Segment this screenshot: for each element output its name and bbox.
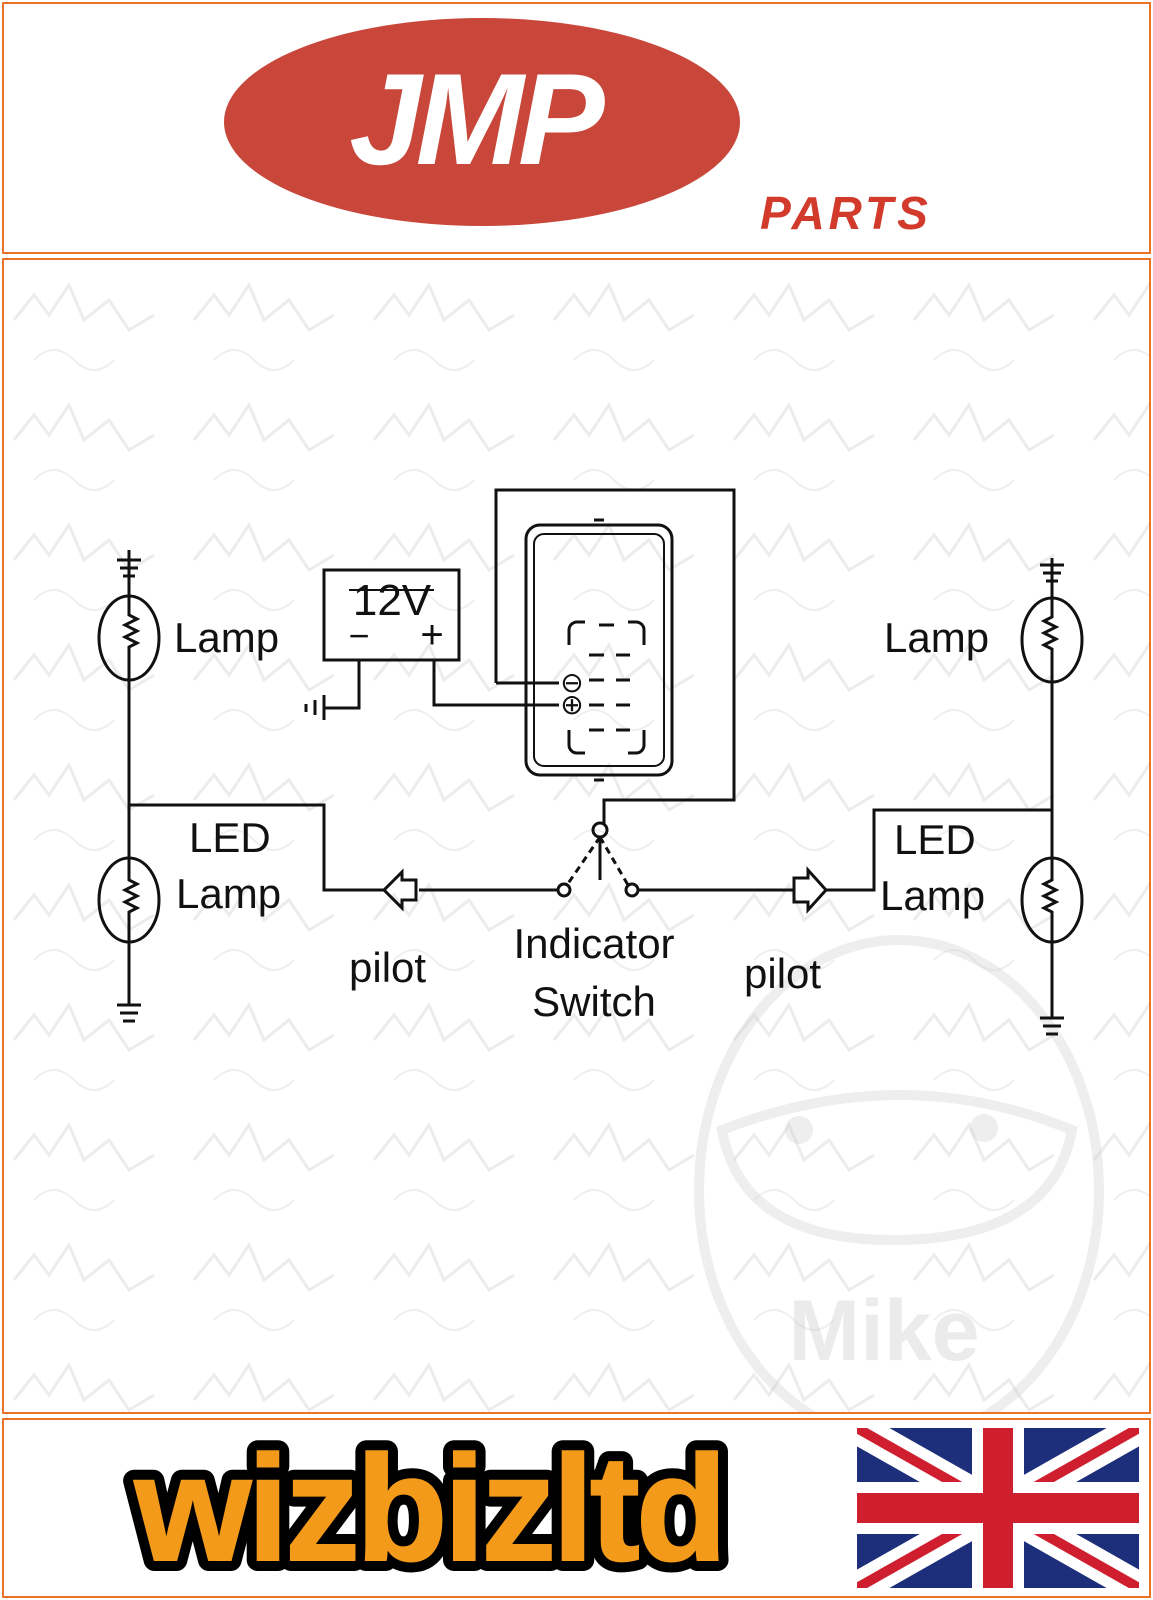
relay-minus-terminal: ⊖ bbox=[560, 667, 583, 698]
relay-pin-bracket bbox=[628, 620, 646, 645]
wizbiz-banner: wizbizltd wizbizltd bbox=[123, 1420, 1139, 1596]
relay-enclosure bbox=[494, 488, 736, 825]
relay-pin-bracket bbox=[567, 620, 585, 645]
wiring-diagram-panel: Mike bbox=[2, 258, 1151, 1414]
switch-lever-left bbox=[565, 836, 602, 886]
left-pilot-wire bbox=[129, 803, 384, 892]
left-led-label-line2: Lamp bbox=[176, 870, 281, 917]
battery-ground-icon bbox=[304, 695, 326, 720]
switch-lever-right bbox=[598, 836, 630, 886]
brand-text: wizbizltd bbox=[134, 1424, 724, 1592]
relay-dashes bbox=[589, 653, 604, 732]
relay-dashes bbox=[599, 623, 630, 732]
relay-pin-bracket bbox=[628, 730, 646, 755]
header-panel: JMP PARTS bbox=[2, 2, 1151, 254]
right-top-ground-icon bbox=[1040, 563, 1064, 583]
union-jack-flag bbox=[857, 1428, 1139, 1588]
right-led-label-line1: LED bbox=[894, 816, 976, 863]
battery-voltage: 12V bbox=[353, 576, 432, 625]
footer-panel: wizbizltd wizbizltd bbox=[2, 1418, 1151, 1598]
left-led-label-line1: LED bbox=[189, 814, 271, 861]
right-pilot-wire bbox=[826, 808, 1052, 892]
wiring bbox=[97, 488, 1084, 1036]
left-pilot-arrow bbox=[381, 868, 418, 912]
watermark-text: Mike bbox=[788, 1283, 979, 1379]
switch-label-line1: Indicator bbox=[513, 920, 674, 967]
jmp-logo: JMP PARTS bbox=[224, 18, 932, 239]
helmet-watermark: Mike bbox=[694, 935, 1104, 1412]
logo-text: JMP bbox=[349, 46, 605, 192]
left-led-filament bbox=[121, 860, 141, 942]
left-pilot-label: pilot bbox=[349, 944, 426, 991]
brand-text-outline: wizbizltd bbox=[134, 1424, 724, 1592]
battery-ground-wire bbox=[324, 660, 361, 710]
right-lamp-label: Lamp bbox=[884, 614, 989, 661]
relay-body bbox=[524, 523, 674, 777]
right-bottom-ground-icon bbox=[1040, 1016, 1064, 1036]
left-lamp-label: Lamp bbox=[174, 614, 279, 661]
switch-label-line2: Switch bbox=[532, 978, 656, 1025]
battery-plus-wire bbox=[432, 660, 559, 707]
relay-plus-terminal: ⊕ bbox=[560, 689, 583, 720]
right-pilot-label: pilot bbox=[744, 950, 821, 997]
battery-minus: − bbox=[348, 615, 369, 656]
wiring-diagram: Mike bbox=[4, 260, 1149, 1412]
right-led-filament bbox=[1040, 858, 1060, 942]
right-pilot-arrow bbox=[792, 866, 829, 914]
switch-left-contact bbox=[556, 882, 572, 898]
left-lamp-filament bbox=[121, 600, 141, 680]
left-top-ground-icon bbox=[117, 558, 141, 578]
left-bottom-ground-icon bbox=[117, 1003, 141, 1023]
logo-ellipse bbox=[224, 18, 740, 226]
logo-subtext: PARTS bbox=[760, 187, 932, 239]
relay-body-inner bbox=[533, 533, 665, 767]
right-lamp-filament bbox=[1040, 600, 1060, 682]
right-led-label-line2: Lamp bbox=[880, 872, 985, 919]
watermark-pattern bbox=[4, 260, 1149, 1412]
relay-pin-bracket bbox=[567, 730, 585, 755]
battery-plus: + bbox=[420, 613, 443, 657]
battery-box bbox=[322, 568, 461, 662]
